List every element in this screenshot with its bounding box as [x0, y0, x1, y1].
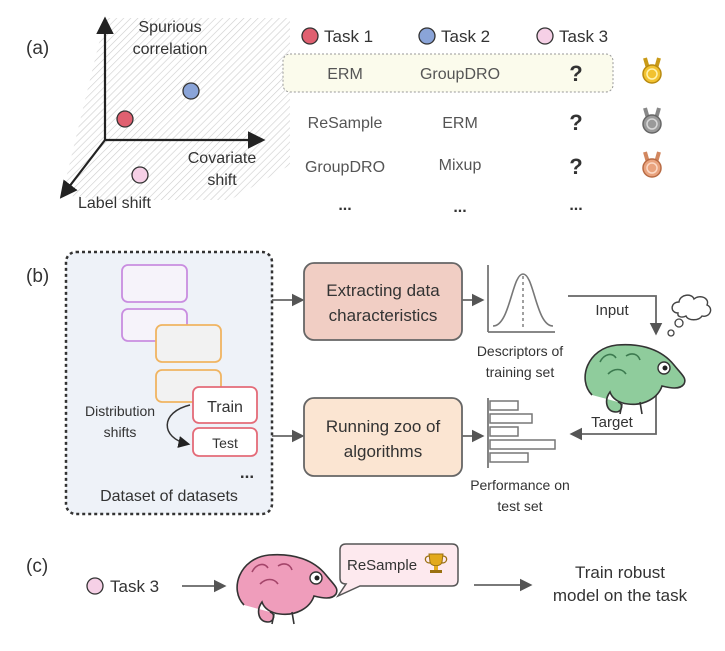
top-row-highlight	[282, 53, 614, 93]
train-card	[192, 386, 258, 424]
performance-bars-icon	[487, 398, 556, 468]
target-label: Target	[591, 414, 634, 431]
row2-task3: ?	[569, 110, 582, 135]
trophy-icon	[424, 553, 448, 573]
row4-task2: ...	[453, 199, 466, 216]
axis-covariate-label-2: shift	[207, 172, 237, 189]
panel-b-label: (b)	[26, 266, 49, 287]
extracting-label: Extracting data	[326, 281, 440, 300]
dataset-of-datasets-label: Dataset of datasets	[100, 488, 238, 505]
running-zoo-box	[303, 397, 463, 477]
test-label: Test	[212, 435, 238, 451]
axis-spurious-label-2: correlation	[133, 41, 208, 58]
axis-spurious-label: Spurious	[138, 19, 201, 36]
performance-label-2: test set	[497, 498, 542, 514]
silver-medal-icon	[642, 107, 662, 134]
legend-task3-label: Task 3	[559, 27, 608, 46]
axis-covariate-label: Covariate	[188, 150, 257, 167]
legend-task3-marker	[536, 27, 554, 45]
panel-a-label: (a)	[26, 38, 49, 59]
test-card	[192, 427, 258, 457]
ranking-table: ERM GroupDRO ? ReSample ERM ? GroupDRO M…	[282, 53, 614, 216]
extracting-box	[303, 262, 463, 341]
dataset-of-datasets-box: Train Test Distribution shifts ... Datas…	[64, 250, 274, 516]
task-legend: Task 1 Task 2 Task 3	[301, 27, 608, 46]
shift-curved-arrow	[166, 404, 191, 448]
output-label-2: model on the task	[553, 586, 688, 605]
legend-task2-label: Task 2	[441, 27, 490, 46]
input-label: Input	[595, 302, 629, 319]
dataset-ellipsis: ...	[240, 463, 254, 482]
row3-task1: GroupDRO	[305, 159, 385, 176]
distribution-shifts-label-2: shifts	[104, 424, 137, 440]
task1-point	[116, 110, 134, 128]
legend-task2-marker	[418, 27, 436, 45]
target-arrow	[569, 388, 657, 441]
pink-chameleon-icon	[236, 553, 338, 625]
row1-task3: ?	[569, 61, 582, 86]
distribution-shifts-label: Distribution	[85, 403, 155, 419]
row1-task2: GroupDRO	[420, 66, 500, 83]
running-zoo-label: Running zoo of	[326, 417, 441, 436]
performance-label: Performance on	[470, 477, 570, 493]
hatched-region	[62, 18, 290, 200]
gold-medal-icon	[642, 57, 662, 84]
purple-dataset-card	[121, 264, 188, 303]
row2-task1: ReSample	[308, 115, 383, 132]
row3-task2: Mixup	[439, 157, 482, 174]
bubble-text: ReSample	[347, 557, 417, 574]
extracting-label-2: characteristics	[329, 306, 438, 325]
shift-space-3d-plot: Spurious correlation Covariate shift Lab…	[59, 16, 290, 212]
input-arrow	[568, 295, 663, 336]
row2-task2: ERM	[442, 115, 478, 132]
panel-c-label: (c)	[26, 556, 48, 577]
descriptors-label: Descriptors of	[477, 343, 563, 359]
task3-point	[131, 166, 149, 184]
task3-label-c: Task 3	[110, 577, 159, 596]
train-label: Train	[207, 399, 243, 416]
row3-task3: ?	[569, 154, 582, 179]
axis-label-shift-label: Label shift	[78, 195, 151, 212]
green-chameleon-icon	[584, 343, 686, 415]
axis-diagonal	[59, 139, 106, 199]
speech-bubble: ReSample	[335, 543, 459, 598]
orange-dataset-card	[155, 324, 222, 363]
task3-marker-c	[86, 577, 104, 595]
legend-task1-marker	[301, 27, 319, 45]
row1-task1: ERM	[327, 66, 363, 83]
descriptors-label-2: training set	[486, 364, 555, 380]
task2-point	[182, 82, 200, 100]
output-label: Train robust	[575, 563, 665, 582]
row4-task1: ...	[338, 197, 351, 214]
row4-task3: ...	[569, 197, 582, 214]
distribution-curve-icon	[487, 265, 555, 333]
legend-task1-label: Task 1	[324, 27, 373, 46]
bronze-medal-icon	[642, 151, 662, 178]
thought-cloud-icon	[667, 294, 712, 337]
running-zoo-label-2: algorithms	[344, 442, 422, 461]
